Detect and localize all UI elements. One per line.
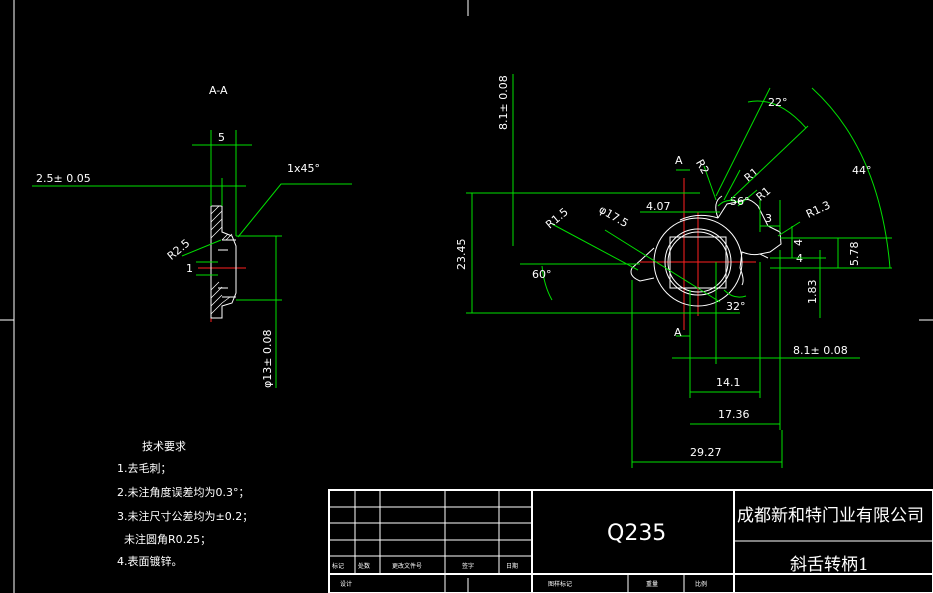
dim-diameter-13: φ13± 0.08 bbox=[236, 235, 282, 388]
note-item-5: 4.表面镀锌。 bbox=[117, 554, 183, 568]
dim-step-1: 1 bbox=[186, 261, 218, 276]
dim-w2927-text: 29.27 bbox=[690, 446, 722, 459]
tb-header-sign: 签字 bbox=[462, 562, 474, 570]
dim-r2-text: R2 bbox=[693, 157, 712, 176]
section-part-outline bbox=[210, 205, 237, 319]
section-view: A-A 5 bbox=[32, 84, 352, 388]
dim-thickness-text: 2.5± 0.05 bbox=[36, 172, 91, 185]
dim-radius-r25: R2.5 bbox=[165, 237, 222, 263]
dim-w1736-text: 17.36 bbox=[718, 408, 750, 421]
tb-header-count: 处数 bbox=[358, 562, 370, 570]
tb-material: Q235 bbox=[607, 521, 666, 546]
dim-r1a-text: R1 bbox=[742, 165, 762, 184]
dim-w1736: 17.36 bbox=[690, 250, 781, 430]
tb-scale: 比例 bbox=[695, 580, 707, 588]
dim-step-1-text: 1 bbox=[186, 262, 193, 275]
dim-d183-text: 1.83 bbox=[806, 280, 819, 305]
dim-chamfer-text: 1x45° bbox=[287, 162, 320, 175]
dim-height: 23.45 bbox=[455, 192, 740, 314]
dim-d578-text: 5.78 bbox=[848, 242, 861, 267]
dim-width-5-text: 5 bbox=[218, 131, 225, 144]
tb-company: 成都新和特门业有限公司 bbox=[737, 506, 924, 526]
dim-r13: R1.3 bbox=[777, 198, 832, 237]
dim-height-text: 23.45 bbox=[455, 239, 468, 271]
dim-ang60: 60° bbox=[520, 263, 640, 301]
notes-title: 技术要求 bbox=[142, 440, 186, 453]
dim-d578: 5.78 bbox=[770, 238, 892, 269]
dim-diameter-13-text: φ13± 0.08 bbox=[261, 330, 274, 388]
note-item-1: 1.去毛刺； bbox=[117, 462, 172, 475]
dim-w141-text: 14.1 bbox=[716, 376, 741, 389]
note-item-4: 未注圆角R0.25； bbox=[124, 532, 211, 546]
dim-d4-text: 4 bbox=[792, 239, 805, 246]
note-item-3: 3.未注尺寸公差均为±0.2； bbox=[117, 509, 253, 523]
section-mark-bottom: A bbox=[674, 326, 682, 339]
dim-ang32-text: 32° bbox=[726, 300, 746, 313]
dim-h81-text: 8.1± 0.08 bbox=[793, 344, 848, 357]
dim-d4: 4 4 bbox=[791, 226, 805, 265]
tb-weight: 重量 bbox=[646, 580, 658, 588]
technical-notes: 技术要求 1.去毛刺； 2.未注角度误差均为0.3°； 3.未注尺寸公差均为±0… bbox=[117, 440, 253, 568]
dim-w141: 14.1 bbox=[689, 262, 761, 398]
dim-r15-text: R1.5 bbox=[543, 205, 571, 231]
dim-d183: 1.83 bbox=[770, 250, 826, 318]
dim-ang56-text: 56° bbox=[730, 195, 750, 208]
dim-w407-text: 4.07 bbox=[646, 200, 671, 213]
dim-top-vertical: 8.1± 0.08 bbox=[497, 74, 514, 246]
dim-d3: 3 bbox=[759, 200, 781, 232]
tb-header-docno: 更改文件号 bbox=[392, 562, 422, 570]
dim-top-vertical-text: 8.1± 0.08 bbox=[497, 75, 510, 130]
section-cut-line: A A bbox=[674, 154, 690, 339]
tb-header-date: 日期 bbox=[506, 562, 518, 570]
note-item-2: 2.未注角度误差均为0.3°； bbox=[117, 485, 250, 499]
dim-ang32: 32° bbox=[723, 289, 747, 313]
dim-ang44: 44° bbox=[780, 87, 892, 269]
main-view: A A 8.1± 0.08 23.45 bbox=[455, 74, 892, 468]
dim-width-5: 5 bbox=[192, 130, 252, 236]
tb-design: 设计 bbox=[340, 580, 352, 588]
title-block: 标记 处数 更改文件号 签字 日期 设计 图样标记 重量 比例 Q235 成都新… bbox=[328, 489, 933, 593]
dim-r1b-text: R1 bbox=[754, 184, 774, 203]
dim-thickness: 2.5± 0.05 bbox=[32, 172, 246, 206]
dim-ang22-text: 22° bbox=[768, 96, 788, 109]
dim-w2927: 29.27 bbox=[631, 280, 783, 468]
dim-ang44-text: 44° bbox=[852, 164, 872, 177]
dim-w407: 4.07 bbox=[640, 200, 720, 213]
dim-d3-text: 3 bbox=[765, 212, 772, 225]
dim-small-radii: R2 R1 R1 56° bbox=[693, 157, 773, 208]
section-view-label: A-A bbox=[209, 84, 228, 97]
dim-ang22: 22° bbox=[715, 87, 809, 201]
dim-r13-text: R1.3 bbox=[804, 198, 832, 220]
tb-stage: 图样标记 bbox=[548, 580, 572, 588]
section-mark-top: A bbox=[675, 154, 683, 167]
dim-ang60-text: 60° bbox=[532, 268, 552, 281]
dim-dia175-text: φ17.5 bbox=[597, 203, 631, 230]
dim-chamfer: 1x45° bbox=[237, 162, 352, 238]
tb-part-name: 斜舌转柄1 bbox=[790, 555, 869, 575]
tb-header-mark: 标记 bbox=[332, 562, 344, 570]
dim-h81: 8.1± 0.08 bbox=[672, 262, 860, 364]
dim-radius-r25-text: R2.5 bbox=[165, 237, 193, 263]
